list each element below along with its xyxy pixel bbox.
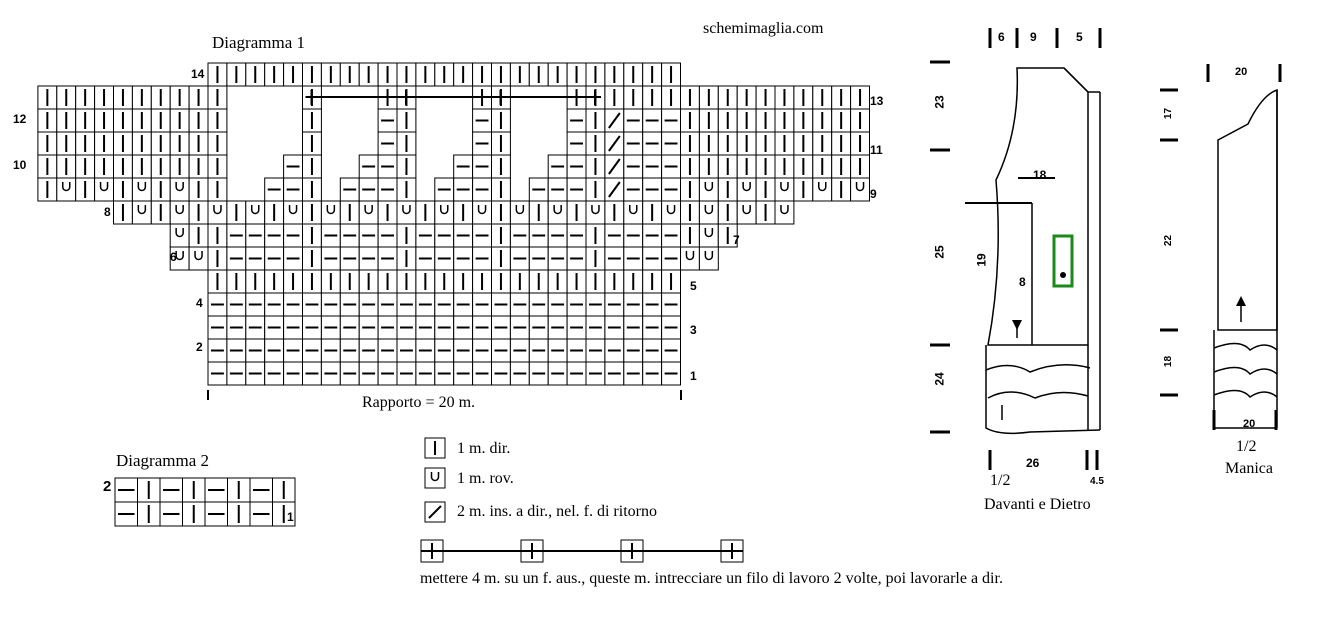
k2tog-symbol <box>428 505 442 519</box>
yo-symbol <box>175 251 184 261</box>
k2tog-symbol <box>608 135 621 152</box>
pocket-rect <box>1052 234 1074 288</box>
yo-symbol <box>704 182 714 192</box>
yo-symbol <box>855 182 865 192</box>
sleeve-caption-fraction: 1/2 <box>1236 438 1257 455</box>
k2tog-symbol <box>608 181 621 198</box>
yo-symbol <box>326 205 336 215</box>
yo-symbol <box>99 182 109 192</box>
d2-row-number-1: 1 <box>287 510 294 524</box>
yo-symbol <box>137 182 147 192</box>
body-scallop-1 <box>985 364 1091 373</box>
sleeve-scallop-3 <box>1213 389 1278 398</box>
legend-cable-text: mettere 4 m. su un f. aus., queste m. in… <box>420 570 1003 587</box>
yo-symbol <box>704 205 714 215</box>
body-outline <box>987 67 1089 346</box>
legend-k2tog-text: 2 m. ins. a dir., nel. f. di ritorno <box>457 503 657 520</box>
dim-top-5: 5 <box>1076 30 1083 44</box>
sleeve-dim-top-20: 20 <box>1235 66 1248 78</box>
yo-symbol <box>251 205 260 215</box>
dim-top-9: 9 <box>1030 30 1037 44</box>
yo-symbol <box>440 205 449 215</box>
legend-purl-text: 1 m. rov. <box>457 470 514 487</box>
body-neck <box>1063 67 1089 93</box>
dim-left-24: 24 <box>932 372 947 386</box>
row-number-2: 2 <box>196 340 203 354</box>
yo-symbol <box>515 205 525 215</box>
yo-symbol <box>477 205 487 215</box>
yo-symbol <box>591 205 600 215</box>
yo-symbol <box>364 205 373 215</box>
row-number-6: 6 <box>170 250 177 264</box>
dim-top-6: 6 <box>998 30 1005 44</box>
yo-symbol <box>175 182 184 192</box>
yo-symbol <box>780 205 789 215</box>
body-caption-title: Davanti e Dietro <box>984 496 1091 513</box>
body-hem <box>985 345 1101 435</box>
yo-symbol <box>704 228 714 238</box>
yo-symbol <box>213 205 222 215</box>
legend-knit-text: 1 m. dir. <box>457 440 511 457</box>
chart-cell <box>424 467 446 489</box>
row-number-1: 1 <box>690 369 697 383</box>
yo-symbol <box>818 182 827 192</box>
yo-symbol <box>685 251 695 261</box>
sleeve-arrow <box>1236 296 1246 306</box>
row-number-13: 13 <box>870 94 884 108</box>
sleeve-scallop-1 <box>1213 342 1278 351</box>
sleeve-scallop-2 <box>1213 366 1278 375</box>
yo-symbol <box>62 182 71 192</box>
row-number-9: 9 <box>870 187 877 201</box>
sleeve-dim-22: 22 <box>1163 234 1175 247</box>
yo-symbol <box>704 251 714 261</box>
body-scallop-2 <box>987 391 1089 399</box>
row-number-14: 14 <box>191 67 205 81</box>
row-number-3: 3 <box>690 323 697 337</box>
repeat-label: Rapporto = 20 m. <box>362 394 476 411</box>
body-caption-fraction: 1/2 <box>990 472 1011 489</box>
row-number-4: 4 <box>196 296 203 310</box>
yo-symbol <box>742 205 751 215</box>
yo-symbol <box>780 182 789 192</box>
yo-symbol <box>194 251 203 261</box>
d2-row-number-2: 2 <box>103 478 112 495</box>
sleeve-caption-title: Manica <box>1225 460 1273 477</box>
yo-symbol <box>742 182 751 192</box>
yo-symbol <box>629 205 638 215</box>
diagram2-title: Diagramma 2 <box>116 451 209 470</box>
dim-left-25: 25 <box>932 245 947 259</box>
k2tog-symbol <box>608 112 621 129</box>
yo-symbol <box>175 228 184 238</box>
yo-symbol <box>666 205 676 215</box>
row-number-12: 12 <box>13 112 27 126</box>
pocket-button <box>1060 272 1066 278</box>
yo-symbol <box>553 205 562 215</box>
row-number-8: 8 <box>104 205 111 219</box>
row-number-10: 10 <box>13 158 27 172</box>
dim-bottom-4-5: 4.5 <box>1090 476 1104 487</box>
yo-symbol <box>137 205 147 215</box>
yo-symbol <box>402 205 411 215</box>
sleeve-dim-bottom-20: 20 <box>1243 418 1256 430</box>
row-number-11: 11 <box>870 143 883 157</box>
k2tog-symbol <box>608 158 621 175</box>
dim-inner-19: 19 <box>974 253 989 267</box>
diagram1-title: Diagramma 1 <box>212 33 305 52</box>
row-number-5: 5 <box>690 279 697 293</box>
sleeve-dim-18: 18 <box>1163 355 1175 368</box>
yo-symbol <box>288 205 298 215</box>
dim-inner-8: 8 <box>1019 275 1026 289</box>
yo-symbol <box>430 472 440 482</box>
site-label: schemimaglia.com <box>703 20 824 37</box>
dim-bottom-26: 26 <box>1026 456 1040 470</box>
sleeve-dim-17: 17 <box>1163 107 1175 120</box>
sleeve-outline <box>1217 88 1278 331</box>
row-number-7: 7 <box>733 233 740 247</box>
yo-symbol <box>175 205 184 215</box>
dim-inner-18: 18 <box>1033 168 1047 182</box>
dim-left-23: 23 <box>932 95 947 109</box>
